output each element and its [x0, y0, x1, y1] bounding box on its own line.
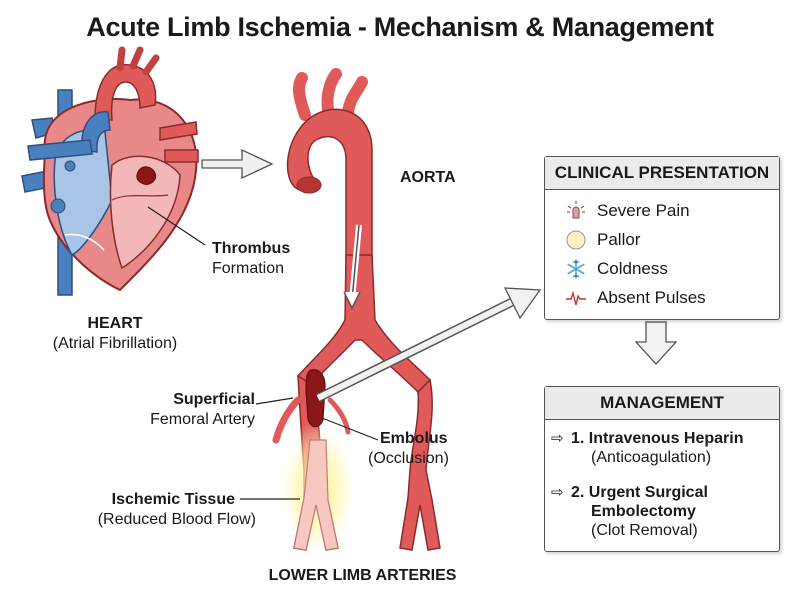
symptom-label: Absent Pulses [597, 288, 706, 307]
lower-limb-label: LOWER LIMB ARTERIES [268, 567, 457, 584]
symptom-row: Absent Pulses [565, 286, 706, 310]
pulse-line-icon [566, 290, 586, 306]
heart-label: HEART [87, 315, 143, 332]
aorta-illustration [272, 68, 441, 551]
ischemic-label: Ischemic Tissue [111, 491, 235, 508]
embolus-clot [305, 369, 326, 428]
symptom-row: Pallor [565, 228, 640, 252]
arrow-right-icon: ⇨ [551, 484, 564, 501]
management-step-title: 1. Intravenous Heparin [571, 430, 744, 447]
pain-icon [567, 201, 585, 219]
embolus-leader-line [321, 417, 379, 441]
sfa-desc-label: Femoral Artery [150, 411, 255, 428]
thrombus-leader-line [147, 206, 206, 246]
sfa-label: Superficial [173, 391, 255, 408]
embolus-to-symptoms-arrow [316, 299, 514, 401]
symptoms-to-management-arrow [634, 321, 678, 365]
page-title: Acute Limb Ischemia - Mechanism & Manage… [86, 12, 714, 42]
symptom-row: Coldness [565, 257, 668, 281]
sfa-leader-line [255, 397, 294, 405]
snowflake-icon [567, 259, 585, 279]
management-step-title-line2: Embolectomy [591, 503, 696, 520]
symptom-label: Coldness [597, 259, 668, 278]
pallor-circle-icon [566, 230, 586, 250]
symptom-label: Pallor [597, 230, 641, 249]
management-step: ⇨ 1. Intravenous Heparin (Anticoagulation… [551, 429, 744, 467]
management-step-title: 2. Urgent Surgical [571, 484, 708, 501]
ischemic-artery-segment [293, 439, 339, 551]
clinical-presentation-panel: CLINICAL PRESENTATION Severe Pain Pallor… [544, 156, 780, 320]
management-step-sub: (Anticoagulation) [591, 449, 712, 466]
symptom-row: Severe Pain [565, 199, 690, 223]
thrombus-desc-label: Formation [212, 260, 285, 277]
embolus-label: Embolus [380, 430, 448, 447]
clinical-presentation-heading: CLINICAL PRESENTATION [545, 157, 779, 190]
management-step: ⇨ 2. Urgent Surgical Embolectomy (Clot Re… [551, 483, 708, 540]
symptom-label: Severe Pain [597, 201, 690, 220]
embolus-desc-label: (Occlusion) [368, 450, 449, 467]
management-step-sub: (Clot Removal) [591, 522, 698, 539]
heart-cause-label: (Atrial Fibrillation) [52, 335, 178, 352]
management-panel: MANAGEMENT ⇨ 1. Intravenous Heparin (Anti… [544, 386, 780, 552]
thrombus-label: Thrombus [212, 240, 291, 257]
aorta-label: AORTA [400, 169, 456, 186]
heart-illustration [21, 46, 199, 296]
ischemic-desc-label: (Reduced Blood Flow) [97, 511, 256, 528]
arrow-right-icon: ⇨ [551, 430, 564, 447]
heart-to-aorta-arrow [201, 148, 274, 180]
management-heading: MANAGEMENT [545, 387, 779, 420]
